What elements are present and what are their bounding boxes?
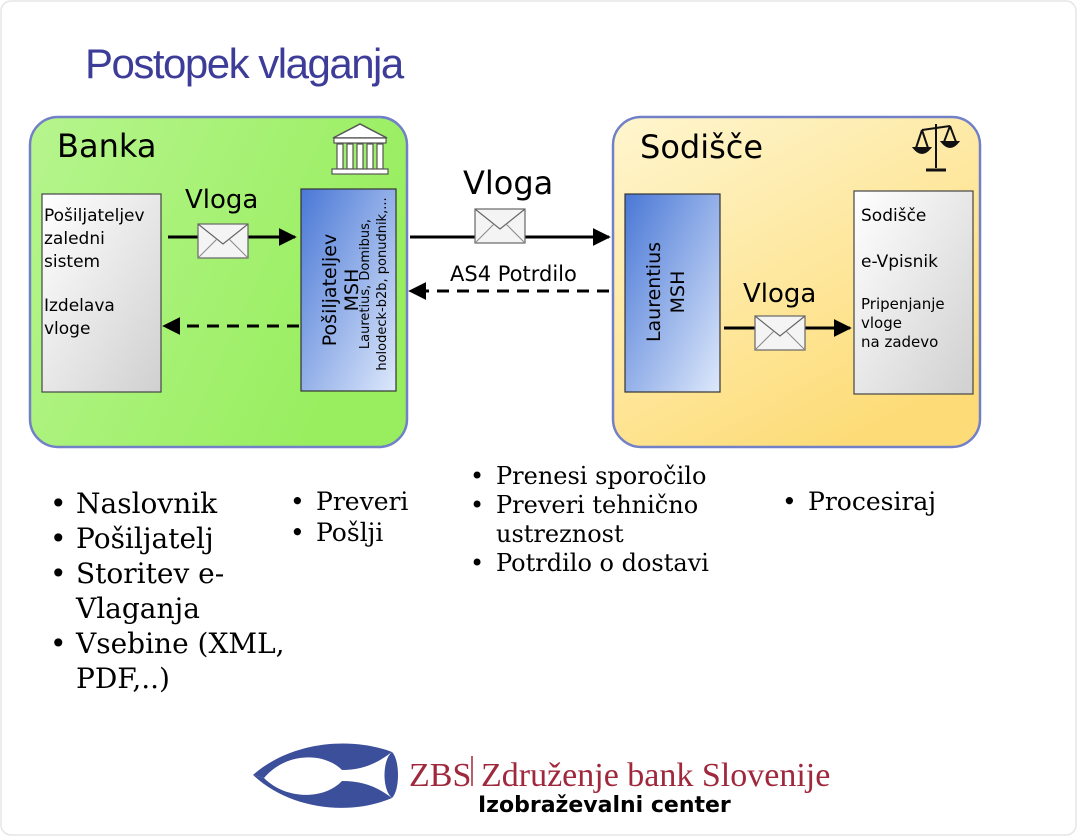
sender-backend-action: Izdelava	[44, 296, 115, 316]
bullet-item: Preveri tehnično ustreznost	[470, 491, 711, 549]
court-arrow-label: Vloga	[743, 279, 817, 309]
envelope-icon	[197, 223, 249, 259]
sender-backend-line: Pošiljateljev	[44, 206, 145, 226]
bank-building-icon	[331, 123, 389, 175]
zbs-logo-icon	[253, 743, 473, 808]
court-system-action-line: vloge	[861, 314, 902, 332]
sender-backend-box	[41, 193, 162, 393]
bullet-item: Pošlji	[290, 517, 408, 548]
court-system-action-line: Pripenjanje	[861, 295, 945, 313]
bullet-list-bank: Naslovnik Pošiljatelj Storitev e-Vlaganj…	[50, 486, 306, 696]
court-msh-line: Laurentius	[643, 241, 665, 343]
court-msh-line: MSH	[667, 270, 689, 314]
bullet-item: Pošiljatelj	[50, 521, 306, 556]
court-system-app: e-Vpisnik	[861, 252, 938, 272]
sender-msh-sub-line: holodeck-b2b, ponudnik,...	[375, 197, 390, 371]
bullet-item: Prenesi sporočilo	[470, 462, 711, 491]
bullet-list-court: Procesiraj	[782, 486, 936, 517]
bullet-item: Procesiraj	[782, 486, 936, 517]
transfer-label: Vloga	[463, 164, 554, 202]
logo-subtitle: Izobraževalni center	[478, 793, 731, 818]
sender-backend-line: sistem	[44, 252, 101, 272]
logo-org-name: Združenje bank Slovenije	[481, 757, 831, 794]
court-system-action-line: na zadevo	[861, 333, 939, 351]
sender-backend-action: vloge	[44, 319, 91, 339]
bullet-item: Naslovnik	[50, 486, 306, 521]
bullet-item: Vsebine (XML, PDF,..)	[50, 626, 306, 696]
sender-msh-subtext: Lauretius, Domibus, holodeck-b2b, ponudn…	[357, 184, 397, 384]
bank-label: Banka	[57, 127, 157, 165]
court-msh-text: Laurentius MSH	[642, 192, 702, 392]
sender-backend-text: Pošiljateljev zaledni sistem Izdelava vl…	[44, 205, 145, 341]
court-msh-box	[624, 193, 721, 393]
envelope-icon	[474, 208, 526, 244]
bullet-list-msh: Preveri Pošlji	[290, 486, 408, 548]
sender-msh-sub-line: Lauretius, Domibus,	[358, 218, 373, 350]
court-label: Sodišče	[640, 128, 764, 166]
bullet-item: Preveri	[290, 486, 408, 517]
court-system-box	[853, 190, 974, 395]
bank-arrow-label: Vloga	[185, 185, 259, 215]
logo-abbrev: ZBS	[409, 757, 472, 794]
sender-msh-box	[300, 188, 397, 392]
sender-msh-title: Pošiljateljev	[319, 233, 341, 347]
sender-backend-line: zaledni	[44, 229, 105, 249]
scales-icon	[911, 124, 961, 172]
page-title: Postopek vlaganja	[85, 40, 404, 87]
envelope-icon	[754, 315, 806, 351]
court-system-name: Sodišče	[861, 206, 927, 226]
bullet-item: Potrdilo o dostavi	[470, 549, 711, 578]
bullet-list-transfer: Prenesi sporočilo Preveri tehnično ustre…	[470, 462, 711, 578]
receipt-label: AS4 Potrdilo	[450, 262, 577, 286]
court-system-action: Pripenjanje vloge na zadevo	[861, 295, 945, 352]
bullet-item: Storitev e-Vlaganja	[50, 556, 246, 626]
